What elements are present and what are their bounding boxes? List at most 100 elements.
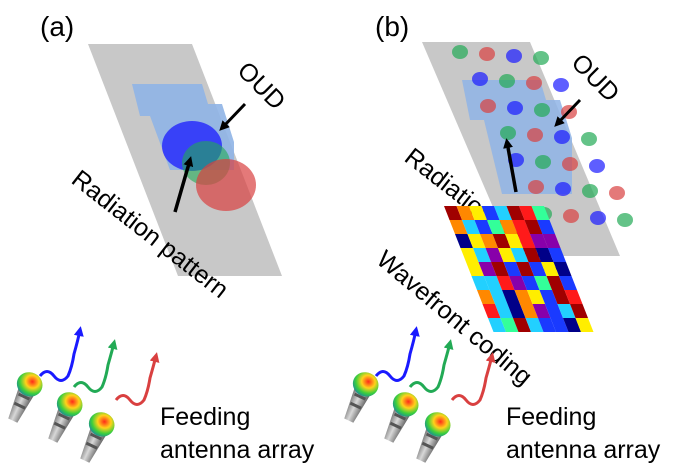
coding-cell [478,262,497,276]
coding-cell [520,304,538,318]
coding-cell [487,220,505,234]
coding-cell [456,206,475,220]
coding-cell [473,248,491,262]
coding-cell [559,276,577,290]
feed-label-line1-b: Feeding [506,403,596,431]
coding-cell [469,206,487,220]
coding-cell [553,262,572,276]
coding-cell [521,276,540,290]
pattern-dot [563,209,579,223]
antenna-1-b [344,372,379,423]
coding-cell [499,220,518,234]
coding-cell [575,318,594,332]
coding-cell [484,276,502,290]
lobe-red-a [196,159,256,211]
coding-cell [519,206,537,220]
wave-blue-b [374,326,420,382]
coding-cell [514,290,533,304]
coding-cell [498,248,516,262]
coding-cell [492,234,511,248]
coding-cell [512,220,530,234]
coding-cell [481,206,500,220]
coding-cell [496,276,515,290]
pattern-dot [582,184,598,198]
wave-green-a [72,339,118,393]
pattern-dot [533,51,549,65]
coding-cell [550,318,569,332]
antenna-2-a [48,392,83,443]
coding-cell [528,262,547,276]
pattern-dot [500,126,516,140]
coding-cell [510,248,529,262]
coding-cell [538,318,556,332]
coding-cell [564,290,583,304]
panel-a-label: (a) [40,11,74,42]
coding-cell [449,220,468,234]
wavefront-coding-grid [444,206,594,332]
panel-a: (a) OUD Radiation pattern [8,11,315,464]
pattern-dot [534,103,550,117]
coding-cell [489,290,508,304]
antenna-3-a [80,412,115,463]
coding-cell [527,290,545,304]
feed-label-line2-b: antenna array [506,436,661,464]
coding-cell [546,276,565,290]
feed-label-line2-a: antenna array [160,436,315,464]
coding-cell [482,304,501,318]
antenna-2-b [384,392,419,443]
oud-label-b: OUD [566,48,625,107]
coding-cell [455,234,473,248]
pattern-dot [528,180,544,194]
coding-cell [502,290,520,304]
coding-cell [503,262,522,276]
feed-label-line1-a: Feeding [160,403,250,431]
coding-cell [517,234,536,248]
pattern-dot [507,101,523,115]
pattern-arrow-a [173,156,194,213]
coding-cell [530,234,548,248]
coding-cell [491,262,509,276]
coding-cell [563,318,581,332]
coding-cell [525,318,544,332]
coding-cell [516,262,534,276]
coding-cell [444,206,462,220]
pattern-arrow-b [503,138,518,193]
coding-cell [539,290,558,304]
coding-cell [557,304,576,318]
wave-green-b [408,339,454,393]
coding-cell [467,234,486,248]
coding-cell [462,220,480,234]
pattern-dot [472,72,488,86]
pattern-dot [499,74,515,88]
antenna-1-a [8,372,43,423]
coding-cell [494,206,512,220]
coding-cell [545,304,563,318]
coding-cell [535,248,554,262]
oud-arrow-a [219,102,247,131]
coding-cell [548,248,566,262]
coding-cell [500,318,519,332]
coding-cell [509,276,527,290]
pattern-dot [479,47,495,61]
wave-red-a [114,352,160,406]
coding-cell [552,290,570,304]
pattern-dot [581,132,597,146]
coding-cell [471,276,490,290]
coding-cell [570,304,588,318]
coding-cell [523,248,541,262]
coding-cell [460,248,479,262]
coding-cell [506,206,525,220]
coding-cell [513,318,531,332]
pattern-dot [535,155,551,169]
wave-red-b [450,352,496,406]
pattern-dot [506,49,522,63]
coding-cell [495,304,513,318]
coding-cell [534,276,552,290]
dot-pattern-b [452,45,633,227]
coding-cell [480,234,498,248]
coding-cell [477,290,495,304]
pattern-dot [609,186,625,200]
wave-blue-a [38,326,84,382]
oud-arrow-b [554,98,582,127]
